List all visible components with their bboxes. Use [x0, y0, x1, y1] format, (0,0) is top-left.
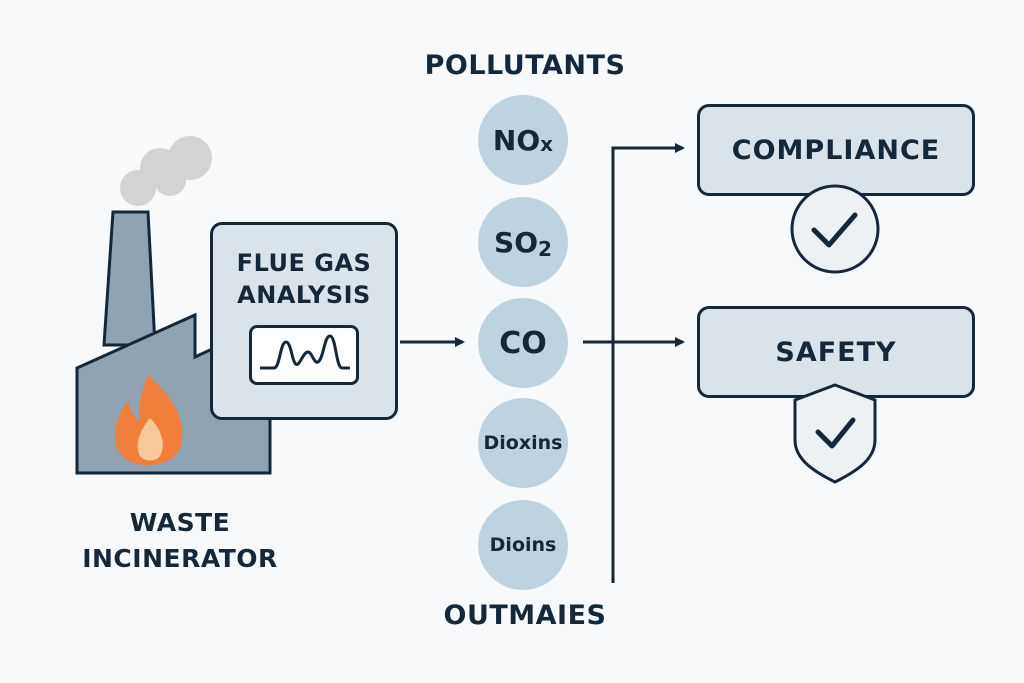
shield-check-icon: [795, 385, 875, 482]
check-circle-icon: [792, 186, 878, 272]
